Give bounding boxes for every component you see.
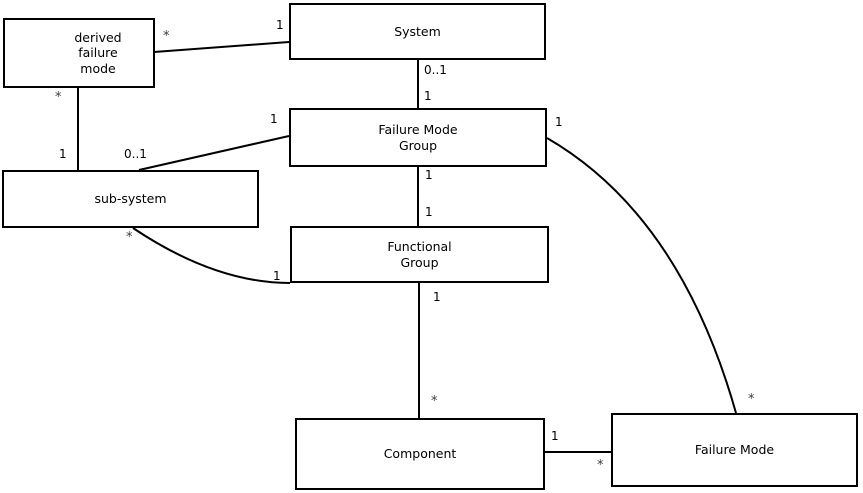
multiplicity-functional-group-to-failure-mode-group: 1 bbox=[425, 205, 433, 219]
multiplicity-failure-mode-group-to-functional-group: 1 bbox=[425, 168, 433, 182]
class-label-sub-system: sub-system bbox=[94, 191, 167, 207]
class-box-failure-mode-group[interactable]: Failure Mode Group bbox=[289, 108, 547, 167]
class-label-failure-mode-group: Failure Mode Group bbox=[378, 122, 458, 153]
association-line-sub-system-functional-group bbox=[132, 227, 291, 284]
multiplicity-component-to-failure-mode: 1 bbox=[551, 429, 559, 443]
association-line-sub-system-failure-mode-group bbox=[138, 135, 290, 171]
class-label-system: System bbox=[394, 23, 441, 39]
class-box-functional-group[interactable]: Functional Group bbox=[290, 226, 549, 283]
class-label-derived-failure-mode: derived failure mode bbox=[74, 30, 122, 76]
class-box-sub-system[interactable]: sub-system bbox=[2, 170, 259, 228]
multiplicity-component-to-functional-group: * bbox=[431, 394, 438, 409]
multiplicity-derived-failure-mode-to-system: * bbox=[163, 29, 170, 44]
multiplicity-functional-group-to-component: 1 bbox=[433, 290, 441, 304]
class-box-component[interactable]: Component bbox=[295, 418, 545, 490]
class-box-system[interactable]: System bbox=[289, 3, 546, 60]
multiplicity-failure-mode-group-to-system: 1 bbox=[424, 89, 432, 103]
association-line-failure-mode-group-failure-mode bbox=[546, 137, 737, 414]
class-label-component: Component bbox=[383, 446, 457, 462]
multiplicity-failure-mode-group-to-sub-system: 1 bbox=[270, 112, 278, 126]
multiplicity-system-to-derived-failure-mode: 1 bbox=[276, 18, 284, 32]
class-box-derived-failure-mode[interactable]: derived failure mode bbox=[3, 18, 155, 88]
multiplicity-functional-group-to-sub-system: 1 bbox=[273, 269, 281, 283]
multiplicity-failure-mode-to-component: * bbox=[597, 458, 604, 473]
class-label-failure-mode: Failure Mode bbox=[694, 442, 775, 458]
class-label-functional-group: Functional Group bbox=[387, 239, 452, 270]
class-box-failure-mode[interactable]: Failure Mode bbox=[611, 413, 858, 487]
multiplicity-sub-system-to-derived-failure-mode: 1 bbox=[59, 147, 67, 161]
multiplicity-derived-failure-mode-to-sub-system: * bbox=[55, 90, 62, 105]
multiplicity-failure-mode-group-to-failure-mode: 1 bbox=[555, 115, 563, 129]
multiplicity-sub-system-to-failure-mode-group: 0..1 bbox=[124, 147, 147, 161]
multiplicity-sub-system-to-functional-group: * bbox=[126, 230, 133, 245]
association-line-derived-failure-mode-system bbox=[153, 41, 290, 53]
multiplicity-failure-mode-to-failure-mode-group: * bbox=[748, 392, 755, 407]
multiplicity-system-to-failure-mode-group: 0..1 bbox=[424, 63, 447, 77]
